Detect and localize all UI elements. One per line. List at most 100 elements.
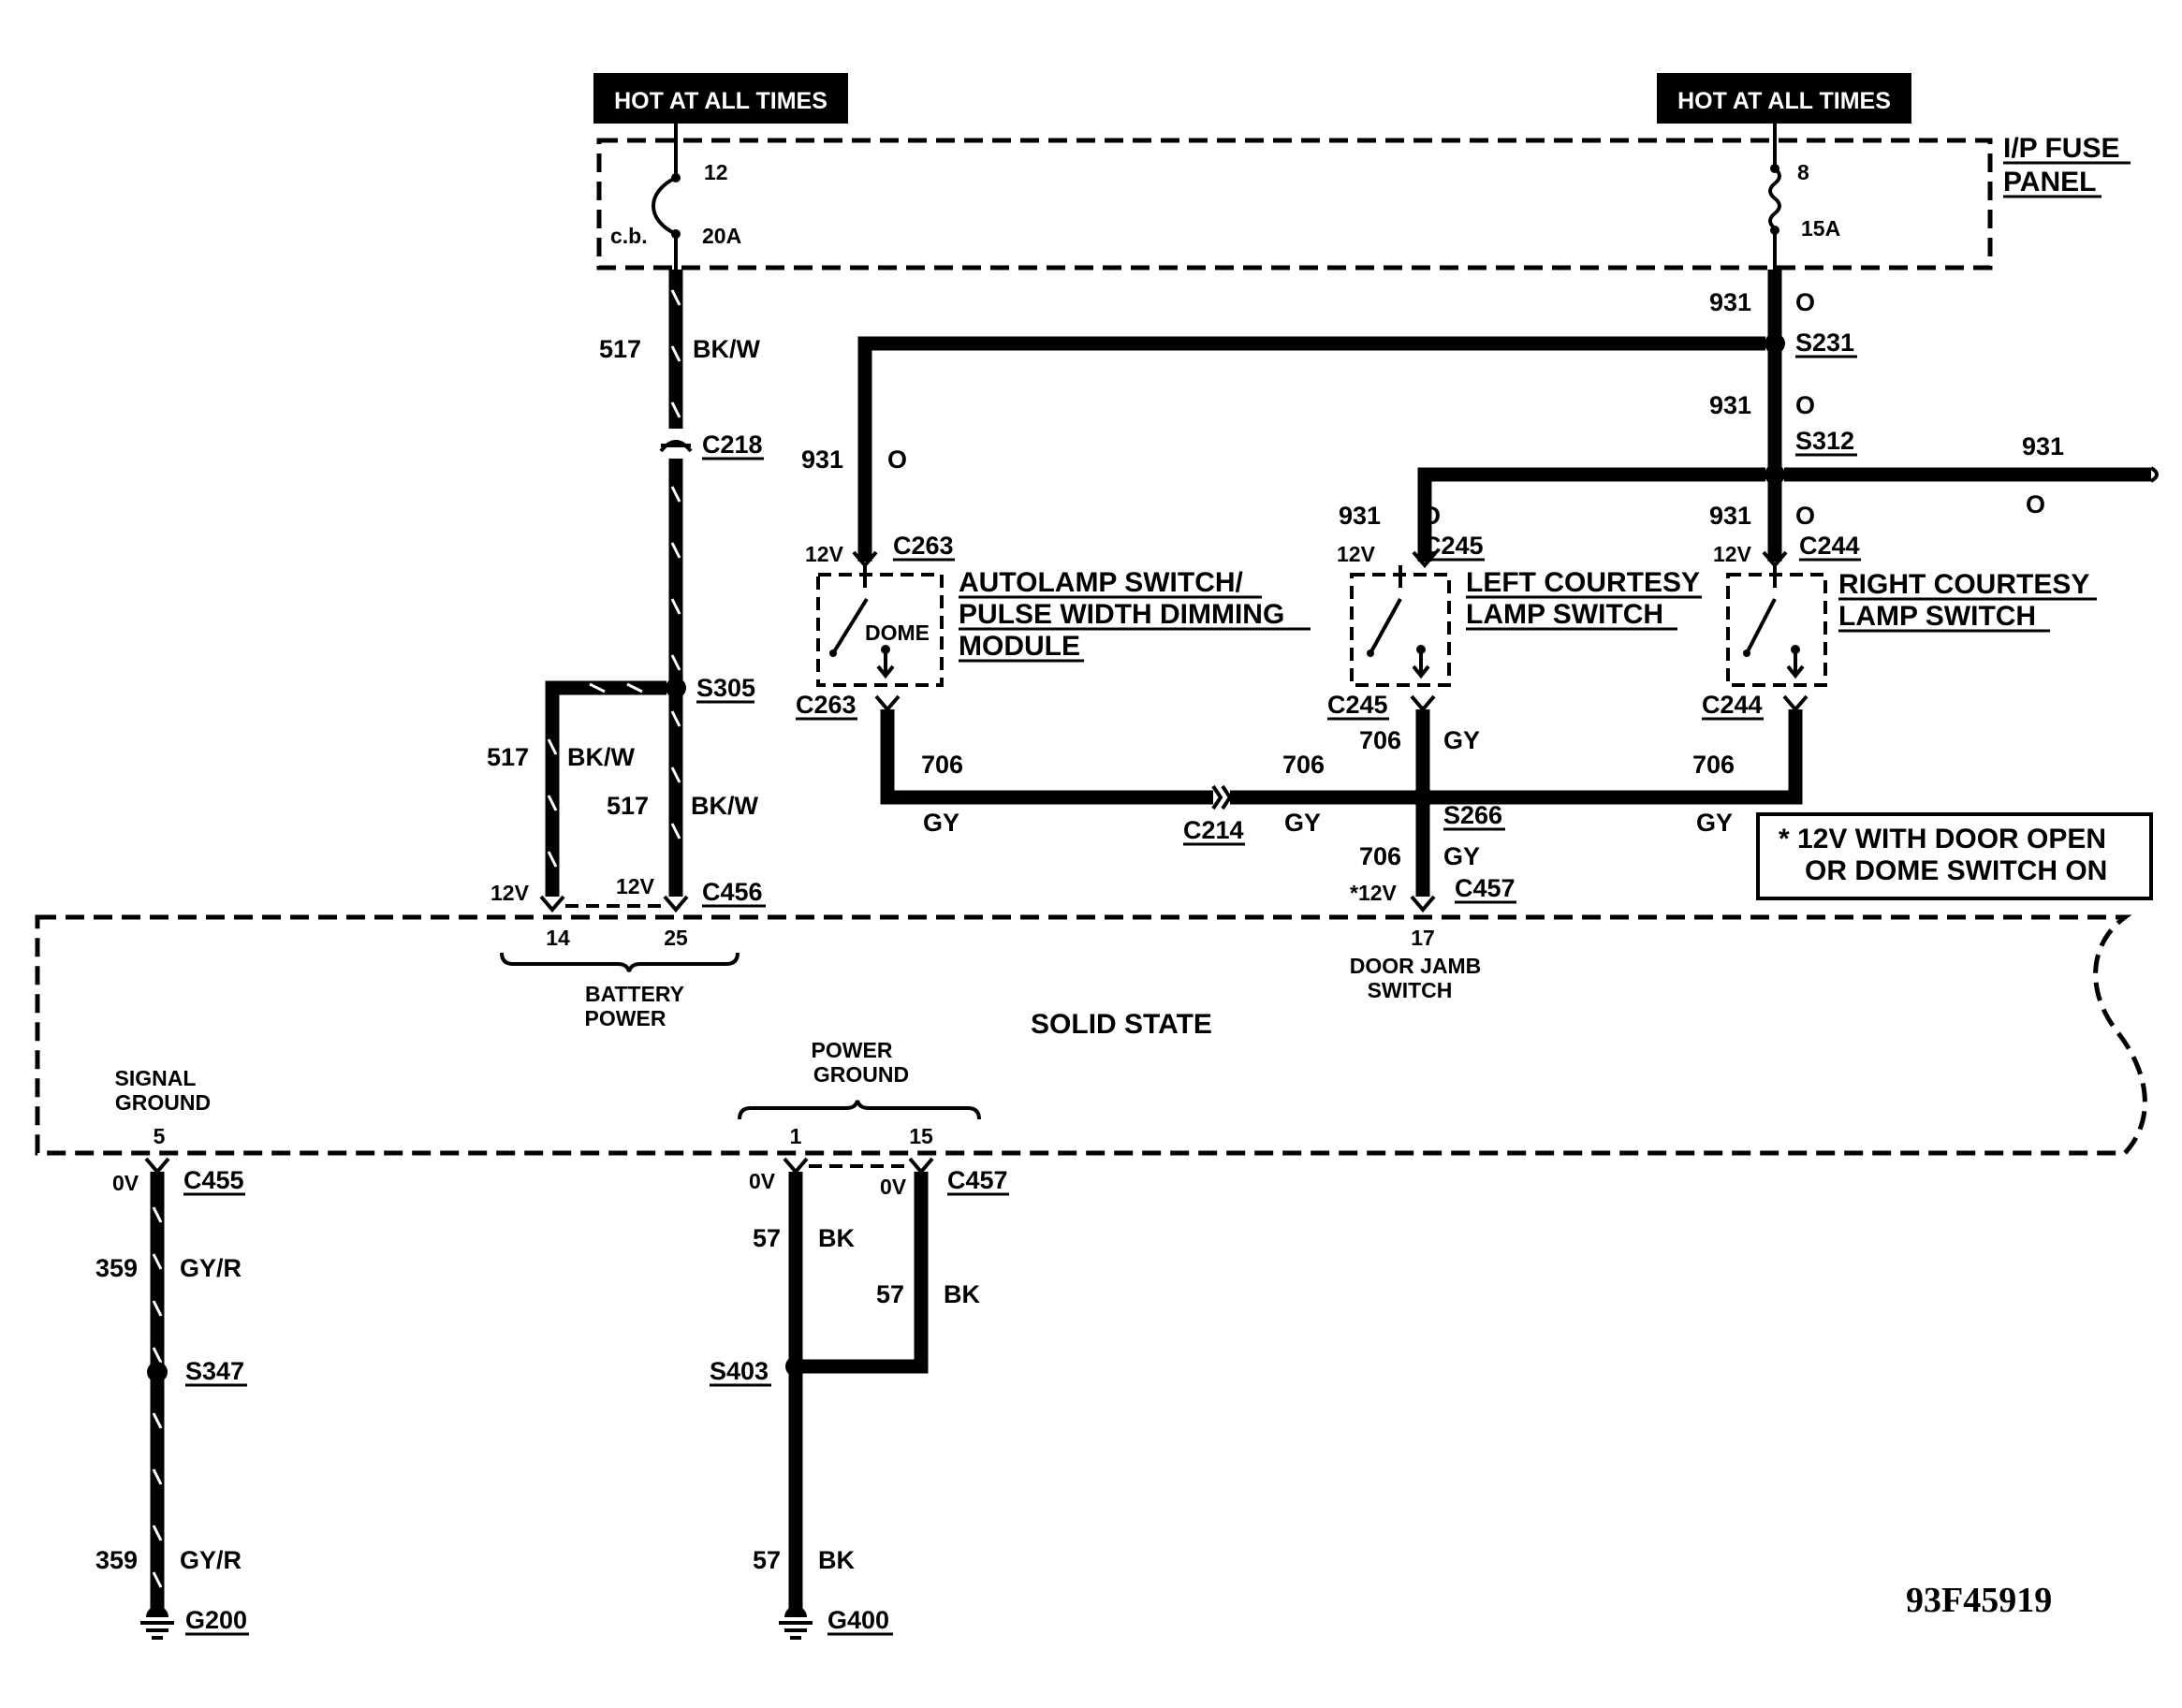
circuit-706-e: 706: [1359, 842, 1401, 870]
splice-s312: S312: [1795, 427, 1854, 455]
color-o-c: O: [1795, 502, 1815, 530]
circuit-931-left: 931: [1339, 502, 1381, 530]
circuit-57-upper: 57: [753, 1224, 781, 1252]
color-gy-b: GY: [1284, 809, 1321, 837]
signal-ground-label-1: SIGNAL: [115, 1066, 197, 1090]
fuse-panel-label-2: PANEL: [2003, 167, 2096, 197]
voltage-pin-14: 12V: [491, 881, 530, 905]
splice-s347-dot: [147, 1362, 168, 1382]
door-jamb-label-2: SWITCH: [1368, 978, 1453, 1002]
pin-5: 5: [154, 1124, 166, 1148]
circuit-931-b: 931: [1709, 391, 1751, 419]
fuse-right-number: 8: [1797, 160, 1809, 184]
wire-517-branch: [545, 680, 666, 897]
circuit-706-b: 706: [1282, 751, 1325, 779]
color-gy-d: GY: [1696, 809, 1733, 837]
splice-s403: S403: [710, 1357, 769, 1385]
note-box: [1756, 812, 2153, 900]
connector-c244-bottom: C244: [1702, 691, 1763, 719]
c245-top-symbol: [1412, 550, 1438, 569]
circuit-706-d: 706: [1692, 751, 1735, 779]
solid-state-label: SOLID STATE: [1031, 1009, 1212, 1040]
wire-931-autolamp: [857, 336, 1765, 562]
wire-706-autolamp: [880, 709, 1213, 805]
right-courtesy-switch-box: [1726, 573, 1827, 687]
c244-bottom-symbol: [1782, 694, 1809, 713]
splice-s266: S266: [1443, 801, 1502, 829]
fuse-left-type: c.b.: [610, 224, 648, 248]
connector-c245-top: C245: [1423, 532, 1484, 560]
connector-c245-bottom: C245: [1327, 691, 1388, 719]
circuit-517-branch: 517: [487, 743, 529, 771]
wire-57-branch: [803, 1172, 929, 1374]
voltage-signal-ground: 0V: [112, 1171, 139, 1195]
ground-g200: G200: [185, 1606, 247, 1634]
figure-id: 93F45919: [1906, 1581, 2052, 1620]
power-ground-label-1: POWER: [812, 1038, 893, 1062]
fuse-panel-box: [596, 138, 1993, 270]
hot-banner-left-text: HOT AT ALL TIMES: [614, 88, 827, 114]
left-courtesy-switch-box: [1350, 573, 1451, 687]
pin-25: 25: [664, 926, 688, 950]
color-bk-upper: BK: [818, 1224, 855, 1252]
fuse-panel-label-1: I/P FUSE: [2003, 133, 2119, 164]
connector-c244-top: C244: [1799, 532, 1860, 560]
splice-s347: S347: [185, 1357, 244, 1385]
wire-931-left-courtesy: [1417, 467, 1765, 562]
color-o-left: O: [1421, 502, 1441, 530]
pin-14: 14: [546, 926, 570, 950]
color-o-autolamp: O: [887, 445, 907, 474]
fuse-icon: [1768, 167, 1781, 230]
color-gy-a: GY: [923, 809, 959, 837]
connector-c263-bottom: C263: [796, 691, 857, 719]
connector-c214: C214: [1183, 816, 1244, 844]
c457-bottom-pin-1-symbol: [783, 1157, 809, 1175]
connector-c263-top: C263: [893, 532, 954, 560]
power-ground-label-2: GROUND: [813, 1062, 909, 1087]
circuit-517-upper: 517: [599, 335, 641, 363]
circuit-57-branch: 57: [876, 1280, 904, 1308]
breaker-terminal-top: [671, 173, 681, 182]
battery-power-label-2: POWER: [585, 1006, 666, 1030]
color-gyr-upper: GY/R: [180, 1254, 242, 1282]
circuit-359-upper: 359: [95, 1254, 138, 1282]
c245-bottom-symbol: [1410, 694, 1436, 713]
c456-pin-14-symbol: [539, 895, 565, 913]
pin-15: 15: [909, 1124, 933, 1148]
color-bkw-branch: BK/W: [567, 743, 635, 771]
autolamp-switch-blade: [831, 597, 869, 655]
circuit-359-lower: 359: [95, 1546, 138, 1574]
autolamp-contact-arrow: [876, 650, 895, 679]
splice-s305: S305: [696, 674, 755, 702]
splice-s312-dot: [1765, 464, 1785, 485]
signal-ground-label-2: GROUND: [115, 1090, 211, 1115]
connector-c218: C218: [702, 431, 763, 459]
right-courtesy-name-2: LAMP SWITCH: [1838, 601, 2036, 632]
color-bk-branch: BK: [944, 1280, 980, 1308]
circuit-706-c: 706: [1359, 726, 1401, 754]
connector-c214-symbol: [1211, 784, 1233, 810]
color-bkw-upper: BK/W: [693, 335, 760, 363]
voltage-pin-25: 12V: [616, 874, 655, 898]
autolamp-name-2: PULSE WIDTH DIMMING: [959, 599, 1284, 630]
color-gyr-lower: GY/R: [180, 1546, 242, 1574]
c457-bottom-pin-15-symbol: [908, 1157, 934, 1175]
voltage-autolamp: 12V: [805, 542, 844, 566]
wire-359: [150, 1172, 165, 1612]
circuit-517-lower: 517: [607, 792, 649, 820]
circuit-931-a: 931: [1709, 288, 1751, 316]
right-courtesy-pivot: [1743, 650, 1750, 657]
circuit-931-autolamp: 931: [801, 445, 843, 474]
autolamp-switch-box: [816, 573, 944, 687]
c456-pin-25-symbol: [663, 895, 689, 913]
hot-banner-left: [593, 73, 848, 124]
c457-top-symbol: [1410, 895, 1436, 913]
left-courtesy-pivot: [1367, 650, 1374, 657]
voltage-pin-15: 0V: [880, 1175, 907, 1199]
door-jamb-label-1: DOOR JAMB: [1350, 954, 1482, 978]
wire-517-main: [668, 270, 683, 897]
autolamp-name-1: AUTOLAMP SWITCH/: [959, 567, 1244, 598]
connector-c456: C456: [702, 878, 763, 906]
voltage-door-jamb: *12V: [1350, 881, 1398, 905]
connector-c457-bottom: C457: [947, 1166, 1008, 1194]
